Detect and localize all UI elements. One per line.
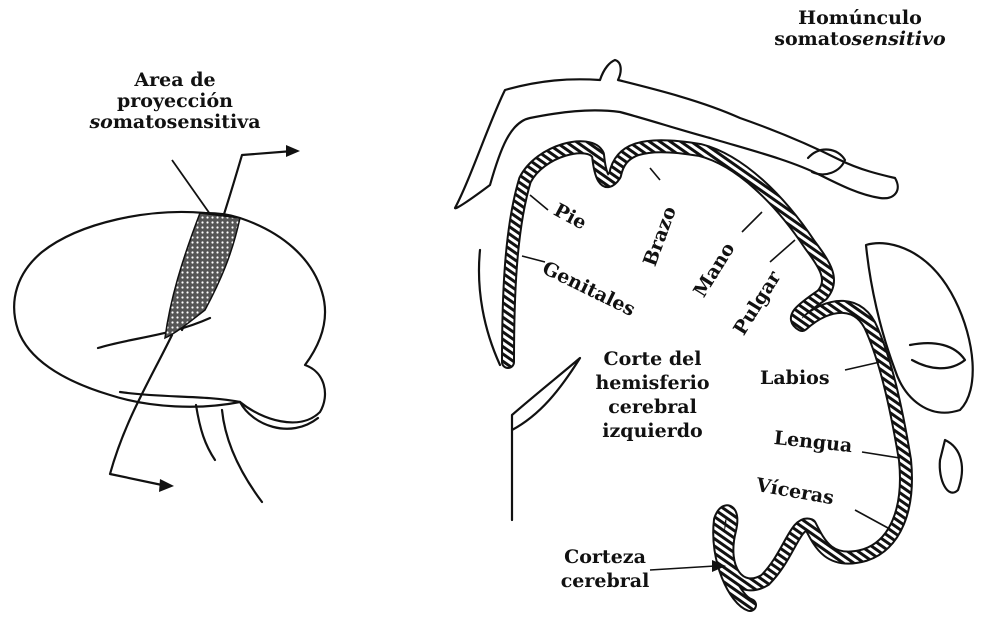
left-title-line3: somatosensitiva [80,112,270,133]
right-title-line1: Homúnculo [760,8,960,29]
right-title-line2-a: somato [774,28,851,50]
arrowhead-down [159,479,174,492]
label-corte-hemisferio: Corte del hemisferio cerebral izquierdo [590,347,715,443]
hemisphere-cut-edge [512,358,580,520]
arrowhead-up [286,145,300,157]
genital-figure [479,250,500,365]
corteza-line1: Corteza [555,545,655,569]
brainstem-front [196,405,215,460]
cerebellum [240,402,318,429]
corteza-line2: cerebral [555,569,655,593]
homunculus-face [866,243,973,412]
left-title-line3-italic: so [89,111,112,133]
left-title-line3-rest: matosensitiva [113,111,261,133]
label-corteza-cerebral: Corteza cerebral [555,545,655,593]
right-title-line2-b: sensitivo [852,28,946,50]
left-title-line2: proyección [80,91,270,112]
brainstem [222,410,262,502]
corte-line3: cerebral [590,395,715,419]
right-title: Homúnculo somatosensitivo [760,8,960,50]
homunculus-mouth [910,343,965,368]
corte-line1: Corte del [590,347,715,371]
left-title: Area de proyección somatosensitiva [80,70,270,133]
somatosensory-band [165,213,240,338]
corteza-arrow [650,566,715,570]
corte-line2: hemisferio [590,371,715,395]
corte-line4: izquierdo [590,419,715,443]
cut-line-down [110,335,172,485]
left-title-line1: Area de [80,70,270,91]
label-labios: Labios [760,368,830,389]
lateral-fissure [98,318,210,348]
homunculus-tongue [940,440,962,493]
right-title-line2: somatosensitivo [760,29,960,50]
left-title-pointer [172,160,210,214]
